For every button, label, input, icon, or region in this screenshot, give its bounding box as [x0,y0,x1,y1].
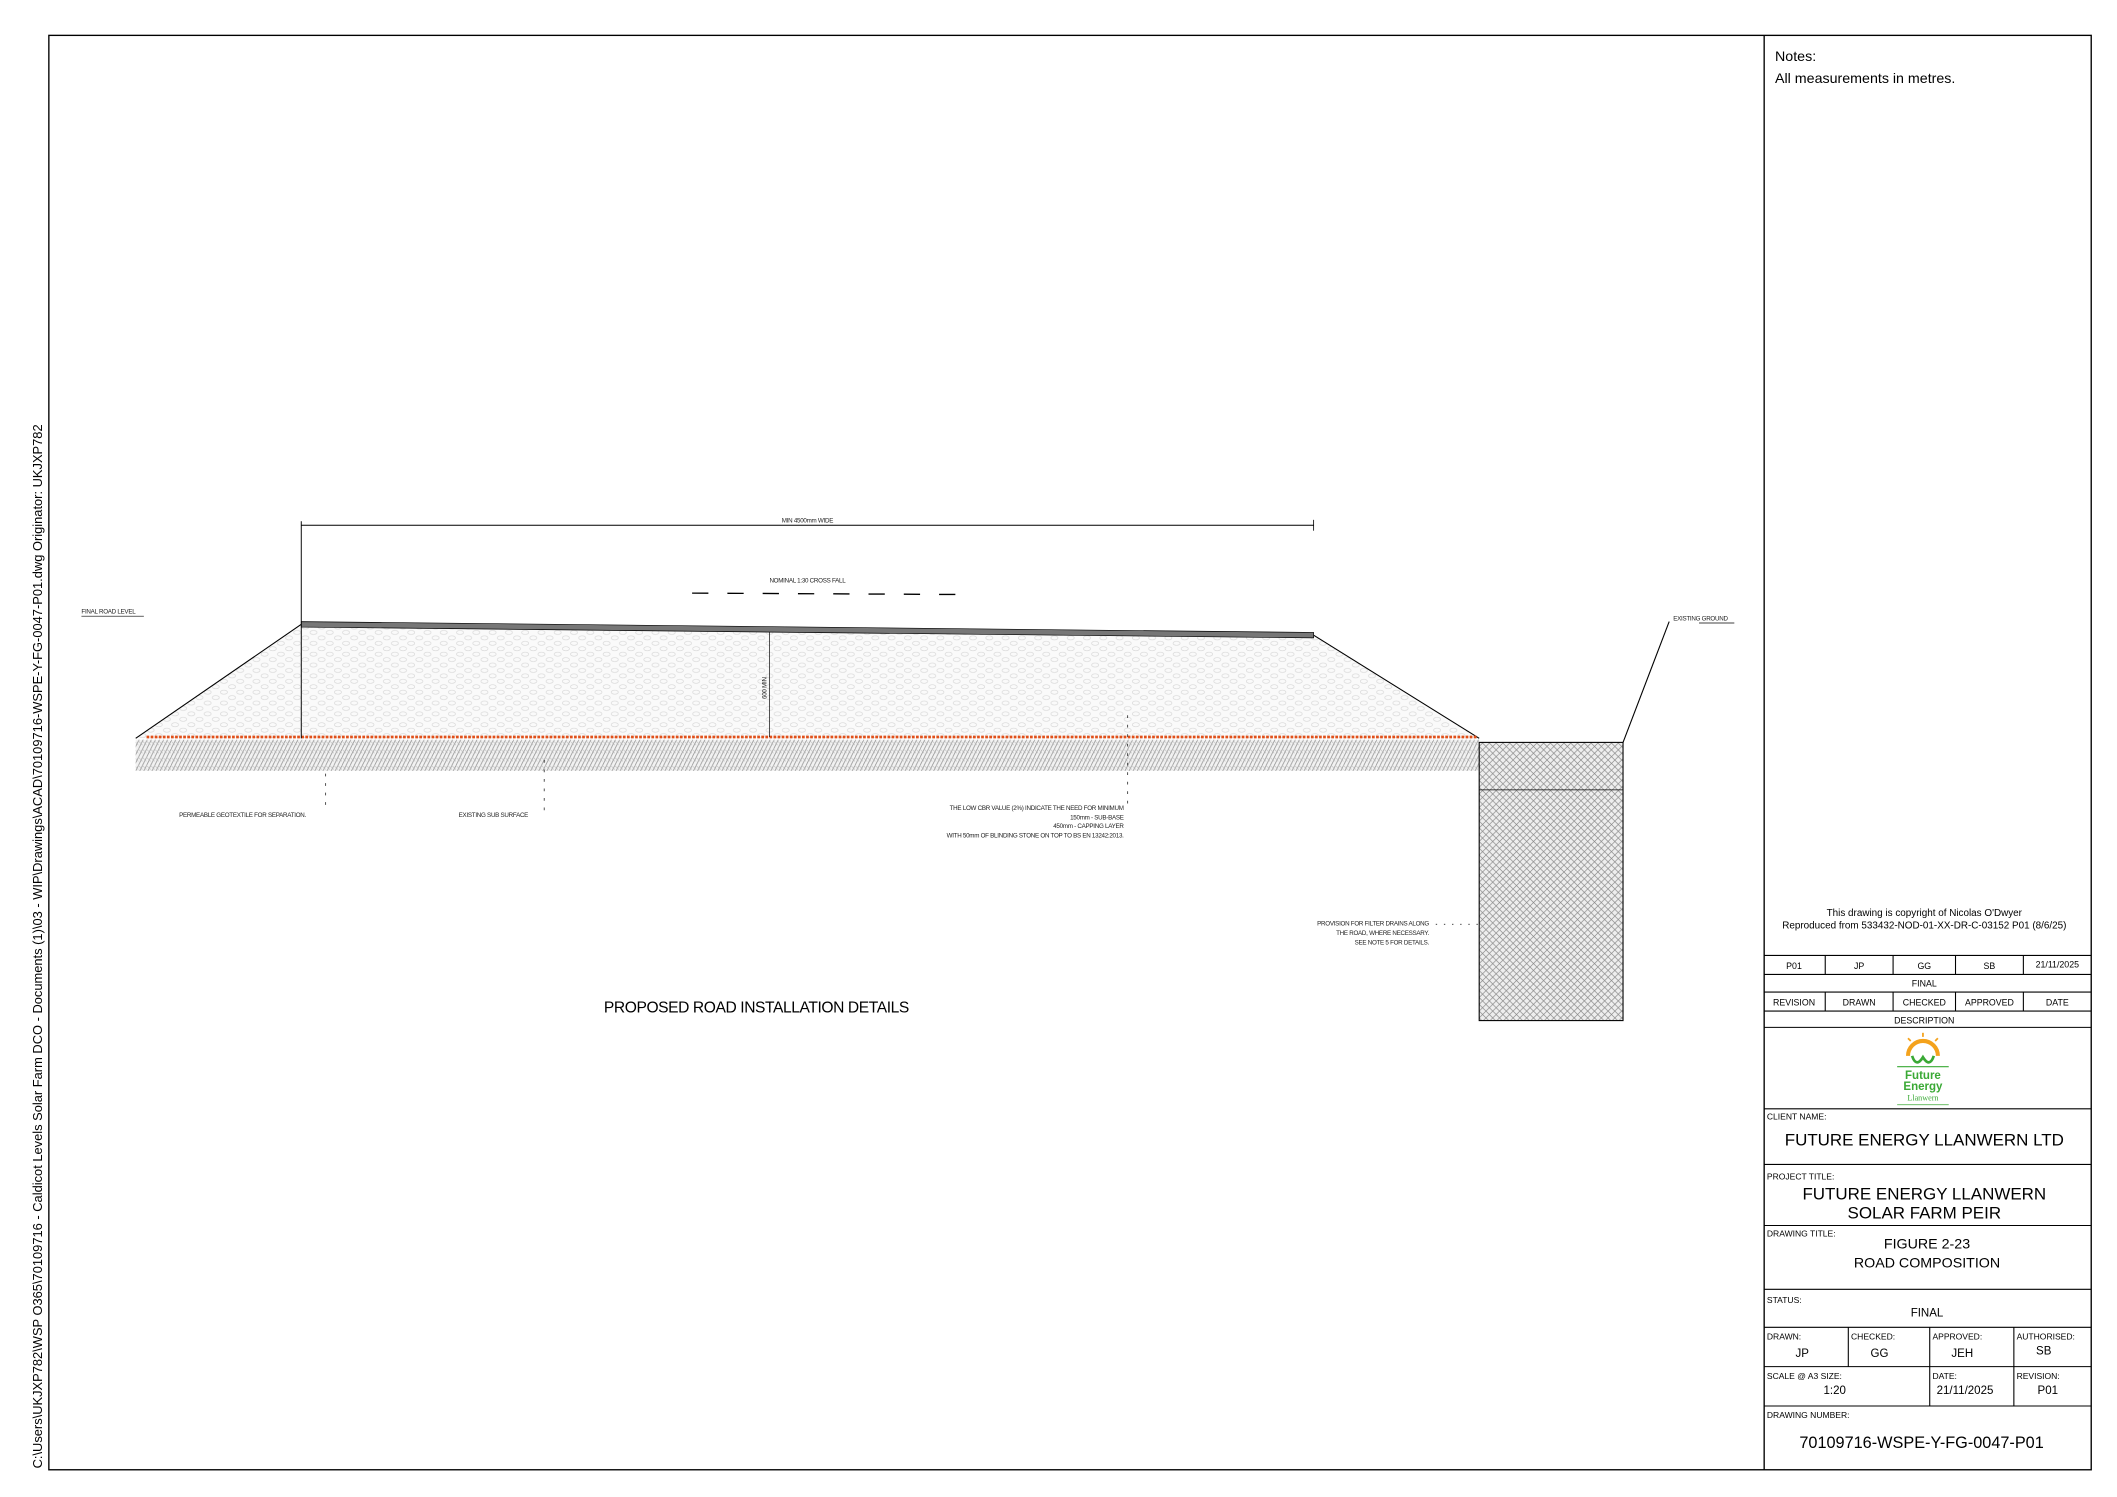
final-road-level-label: FINAL ROAD LEVEL [81,608,136,615]
drain-note-line: SEE NOTE 5 FOR DETAILS. [1355,940,1430,947]
scale-value: 1:20 [1824,1385,1846,1397]
file-path-label: C:\Users\UKJXP782\WSP O365\70109716 - Ca… [30,424,45,1468]
filter-drain [1478,741,1624,1022]
date-label: DATE: [1932,1371,1957,1381]
client-label: CLIENT NAME: [1767,1112,1827,1122]
drain-note-line: PROVISION FOR FILTER DRAINS ALONG [1317,921,1429,928]
authorised-label: AUTHORISED: [2017,1331,2075,1341]
rev-description: FINAL [1912,979,1937,989]
approved-label: APPROVED: [1932,1331,1982,1341]
client-logo: Future Energy Llanwern [1897,1032,1949,1106]
revision-value: P01 [2038,1385,2059,1397]
project-title-line: FUTURE ENERGY LLANWERN [1802,1185,2046,1204]
copyright-line: Reproduced from 533432-NOD-01-XX-DR-C-03… [1782,920,2066,931]
copyright-line: This drawing is copyright of Nicolas O'D… [1827,908,2023,919]
date-value: 21/11/2025 [1937,1385,1994,1397]
rev-cell: JP [1854,961,1864,971]
sheet-border [48,34,2092,1471]
rev-header: DATE [2046,998,2069,1008]
rev-header: CHECKED [1903,998,1946,1008]
cbr-note-line: THE LOW CBR VALUE (2%) INDICATE THE NEED… [950,805,1124,812]
rev-header: DRAWN [1843,998,1876,1008]
checked-label: CHECKED: [1851,1331,1895,1341]
svg-text:Future: Future [1905,1070,1941,1082]
description-label: DESCRIPTION [1894,1015,1954,1025]
project-label: PROJECT TITLE: [1767,1171,1834,1181]
cbr-note-line: 450mm - CAPPING LAYER [1053,823,1124,830]
rev-header: REVISION [1773,998,1815,1008]
cross-fall-arrow [692,592,957,596]
cbr-note-line: WITH 50mm OF BLINDING STONE ON TOP TO BS… [947,832,1125,839]
existing-ground-label: EXISTING GROUND [1673,615,1728,622]
checked-value: GG [1871,1348,1889,1360]
rev-cell: 21/11/2025 [2036,960,2080,970]
rev-cell: P01 [1786,961,1802,971]
approved-value: JEH [1951,1348,1973,1360]
rev-cell: SB [1984,961,1996,971]
status-value: FINAL [1911,1307,1944,1319]
authorised-value: SB [2036,1345,2052,1357]
road-section-drawing: MIN 4500mm WIDE NOMINAL 1:30 CROSS FALL … [81,518,1735,1022]
rev-cell: GG [1917,961,1931,971]
cross-fall-label: NOMINAL 1:30 CROSS FALL [769,577,846,584]
scale-label: SCALE @ A3 SIZE: [1767,1371,1842,1381]
drawn-label: DRAWN: [1767,1331,1801,1341]
client-name: FUTURE ENERGY LLANWERN LTD [1785,1130,2064,1149]
cbr-note-line: 150mm - SUB-BASE [1070,815,1124,822]
sub-surface-label: EXISTING SUB SURFACE [459,812,529,819]
notes-text: All measurements in metres. [1775,71,1955,87]
drain-note-line: THE ROAD, WHERE NECESSARY. [1336,930,1429,937]
aggregate-fill [135,624,1480,739]
sun-icon [1897,1032,1949,1068]
drawing-number-label: DRAWING NUMBER: [1767,1410,1850,1420]
depth-dimension-label: 600 MIN [762,677,769,699]
notes-label: Notes: [1775,49,1816,65]
svg-text:Energy: Energy [1903,1081,1943,1093]
svg-text:Llanwern: Llanwern [1907,1094,1938,1103]
revision-label: REVISION: [2017,1371,2060,1381]
drawn-value: JP [1795,1348,1809,1360]
existing-ground-slope [1622,621,1670,743]
rev-header: APPROVED [1965,998,2014,1008]
drawing-number: 70109716-WSPE-Y-FG-0047-P01 [1799,1434,2043,1452]
subgrade-hatch [135,739,1480,771]
drawing-title-line: FIGURE 2-23 [1884,1237,1970,1253]
width-dimension-label: MIN 4500mm WIDE [782,518,833,525]
geotextile-label: PERMEABLE GEOTEXTILE FOR SEPARATION. [179,812,306,819]
drawing-caption: PROPOSED ROAD INSTALLATION DETAILS [604,999,909,1016]
title-block: Notes: All measurements in metres. This … [1764,49,2092,1452]
project-title-line: SOLAR FARM PEIR [1848,1204,2002,1223]
drawing-title-line: ROAD COMPOSITION [1854,1256,2000,1272]
status-label: STATUS: [1767,1295,1802,1305]
drawing-title-label: DRAWING TITLE: [1767,1228,1836,1238]
